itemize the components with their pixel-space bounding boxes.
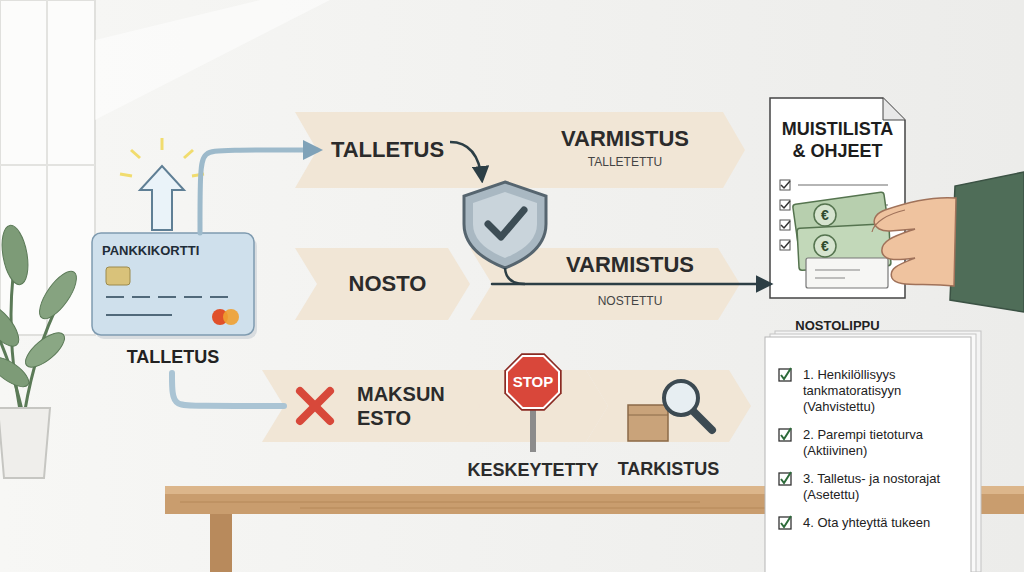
banknotes bbox=[793, 192, 892, 288]
checklist-document: MUISTILISTA & OHJEET NOSTOLIPPU bbox=[770, 98, 905, 338]
node-text: KESKEYTETTY bbox=[453, 459, 613, 481]
checklist-paper: 1. Henkilöllisyys tankmatoratisyyn (Vahv… bbox=[765, 337, 975, 572]
step-chevron: VARMISTUS NOSTETTU bbox=[470, 248, 740, 320]
connector-arrow bbox=[492, 283, 770, 286]
node-text: PANKKIKORTTI bbox=[102, 243, 242, 259]
node-text: TALLETUS bbox=[92, 346, 254, 368]
node-text: VARMISTUS bbox=[530, 252, 730, 278]
node-text: NOSTOLIPPU bbox=[770, 318, 905, 334]
step-chevron: TALLETUS bbox=[295, 112, 470, 188]
node-text: MUISTILISTA & OHJEET bbox=[775, 118, 900, 162]
node-text: VARMISTUS bbox=[525, 126, 725, 152]
label-box: € bbox=[815, 205, 835, 225]
chevron-outline bbox=[262, 370, 482, 442]
connector-arrow bbox=[200, 150, 317, 233]
chevron-outline bbox=[586, 370, 751, 442]
step-chevron: STOPKESKEYTETTY bbox=[458, 370, 608, 442]
node-text: TARKISTUS bbox=[586, 458, 751, 480]
node-text: TALLETUS bbox=[325, 137, 450, 163]
node-text: STOP bbox=[503, 373, 563, 391]
node-text: 3. Talletus- ja nostorajat (Asetettu) bbox=[803, 471, 968, 503]
glow-up-arrow bbox=[120, 138, 204, 230]
currency-sign: € bbox=[815, 236, 835, 256]
step-chevron: MAKSUN ESTO bbox=[262, 370, 482, 442]
node-text: NOSTO bbox=[325, 271, 450, 297]
node-text: TALLETETTU bbox=[525, 155, 725, 169]
node-text: 1. Henkilöllisyys tankmatoratisyyn (Vahv… bbox=[803, 367, 968, 415]
label-box: € bbox=[815, 236, 835, 256]
plant bbox=[0, 223, 83, 478]
node-text: 2. Parempi tietoturva (Aktiivinen) bbox=[803, 427, 968, 459]
node-text: NOSTETTU bbox=[530, 294, 730, 308]
step-chevron: TARKISTUS bbox=[586, 370, 751, 442]
node-text: 4. Ota yhteyttä tukeen bbox=[803, 515, 968, 531]
step-chevron: VARMISTUS TALLETETTU bbox=[445, 112, 745, 188]
currency-sign: € bbox=[815, 205, 835, 225]
step-chevron: NOSTO bbox=[295, 248, 470, 320]
bank-card: PANKKIKORTTI TALLETUS bbox=[92, 233, 254, 373]
node-text: MAKSUN ESTO bbox=[357, 382, 457, 430]
